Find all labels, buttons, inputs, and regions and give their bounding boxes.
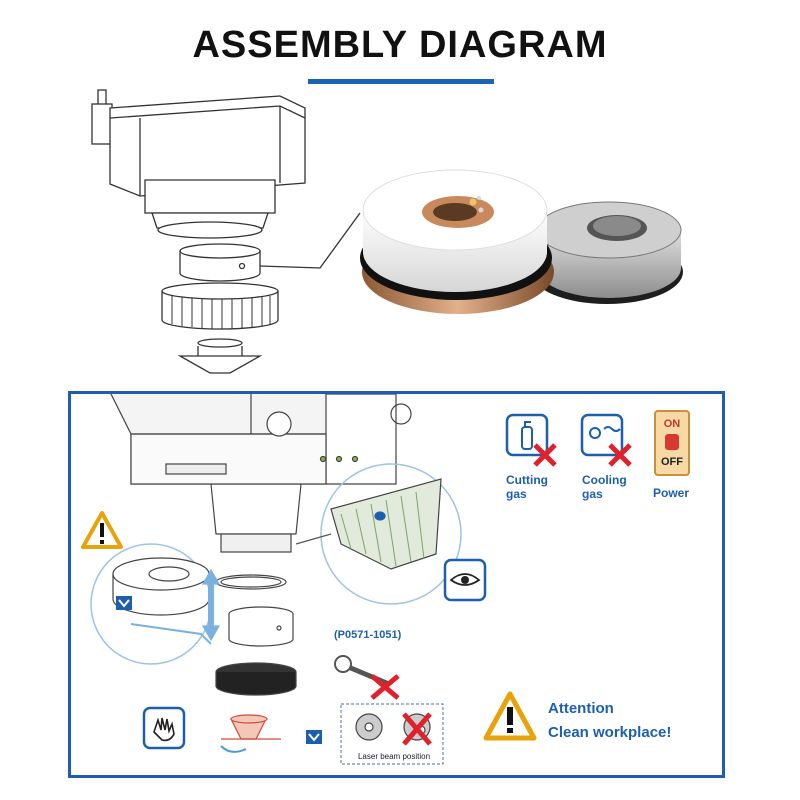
- title-underline: [308, 79, 494, 84]
- warning-triangle-icon: [81, 511, 123, 549]
- attention-message: Clean workplace!: [548, 724, 672, 741]
- cutting-gas-label-line2: gas: [506, 487, 527, 501]
- power-switch-icon: ON OFF: [654, 410, 690, 476]
- power-switch-toggle: [665, 434, 679, 450]
- cutting-gas-icon: [505, 413, 557, 467]
- power-switch-off-text: OFF: [661, 456, 683, 468]
- beam-cross-icon: [402, 712, 432, 746]
- wrench-cross-icon: [370, 674, 400, 700]
- parts-photo: [360, 169, 683, 314]
- cooling-gas-label-line2: gas: [582, 487, 603, 501]
- hand-icon: [142, 706, 186, 750]
- exploded-line-drawing: [91, 89, 361, 374]
- cooling-gas-icon: [580, 413, 632, 467]
- down-marker-icon: [116, 596, 132, 610]
- attention-title: Attention: [548, 700, 614, 717]
- page-title: ASSEMBLY DIAGRAM: [192, 24, 608, 66]
- cutting-gas-label: Cutting gas: [506, 473, 548, 501]
- power-label: Power: [653, 486, 690, 500]
- eye-icon: [443, 558, 487, 602]
- cooling-gas-label: Cooling gas: [582, 473, 627, 501]
- attention-warning-icon: [483, 691, 537, 741]
- cutting-gas-label-line1: Cutting: [506, 473, 548, 487]
- cooling-gas-label-line1: Cooling: [582, 473, 627, 487]
- part-number: (P0571-1051): [334, 629, 402, 641]
- down-marker-icon: [306, 730, 322, 744]
- power-switch-on-text: ON: [663, 418, 681, 430]
- laser-beam-caption: Laser beam position: [357, 752, 431, 761]
